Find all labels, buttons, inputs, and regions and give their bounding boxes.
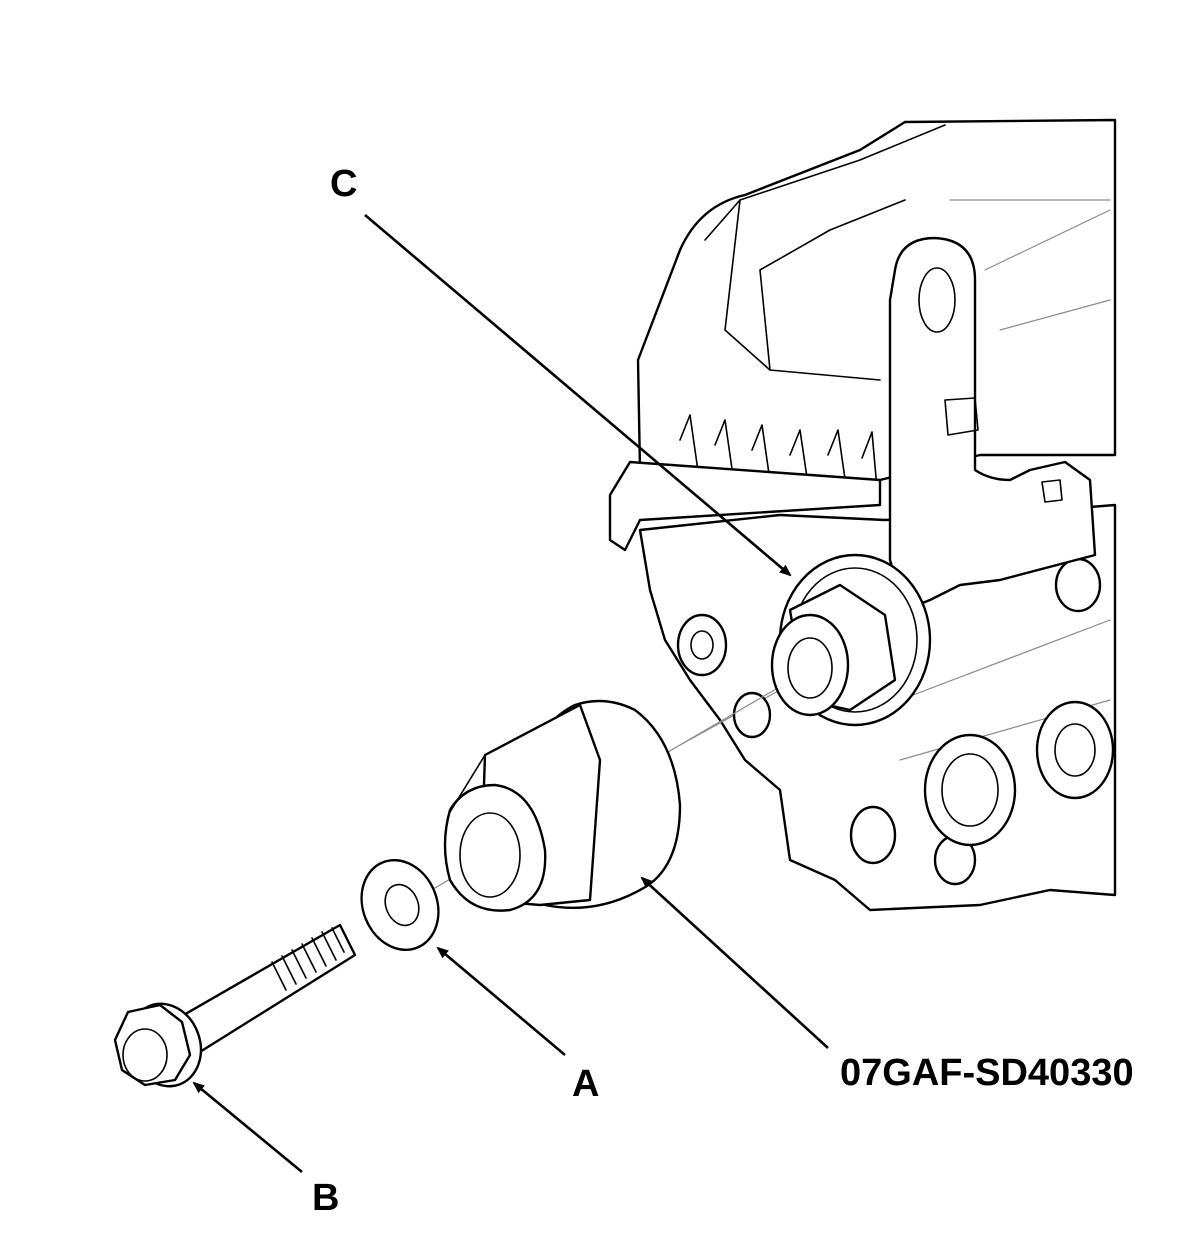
- callout-tool: 07GAF-SD40330: [640, 876, 1134, 1094]
- block-boss: [1054, 557, 1102, 613]
- callout-A: A: [436, 946, 599, 1105]
- leader-line-C: [364, 214, 792, 577]
- engine-bracket: [888, 236, 1097, 612]
- block-boss: [849, 805, 897, 865]
- callout-B: B: [192, 1081, 339, 1219]
- label-C: C: [330, 163, 357, 205]
- special-tool-07GAF-SD40330: [443, 699, 682, 912]
- leader-line-B: [192, 1081, 303, 1174]
- crankshaft-nose: [770, 583, 897, 717]
- block-boss: [1035, 700, 1115, 800]
- leader-line-A: [436, 946, 566, 1056]
- washer: [360, 858, 440, 952]
- leader-line-tool: [640, 876, 829, 1049]
- label-A: A: [572, 1063, 599, 1105]
- flange-bolt: [113, 923, 357, 1088]
- block-port: [923, 733, 1017, 847]
- block-boss: [732, 691, 772, 739]
- engine-block: [608, 118, 1117, 912]
- block-boss: [676, 613, 728, 677]
- label-B: B: [312, 1177, 339, 1219]
- callout-C: C: [330, 163, 792, 577]
- cover-fins: [679, 414, 879, 501]
- label-tool-part-number: 07GAF-SD40330: [840, 1052, 1134, 1094]
